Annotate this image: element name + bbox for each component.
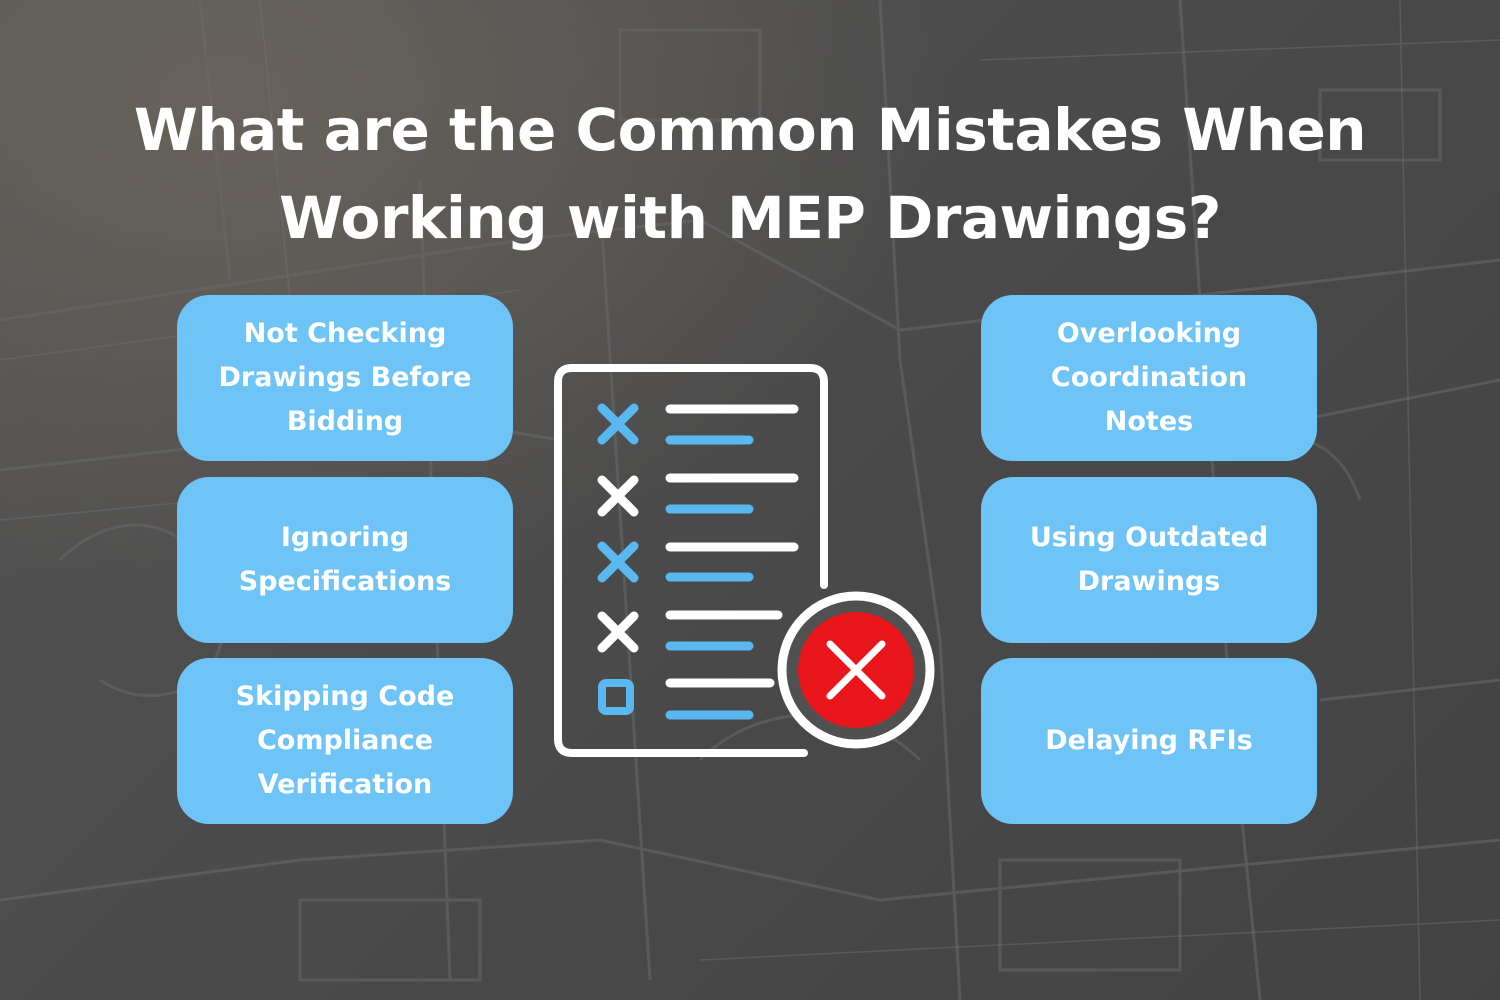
card-text-line: Delaying RFIs	[1045, 725, 1253, 756]
card-text-line: Drawings	[1077, 566, 1221, 597]
checklist-row-3	[597, 541, 799, 583]
checklist-row-2	[597, 473, 799, 517]
card-text-line: Skipping Code	[235, 681, 455, 712]
card-text-line: Not Checking	[243, 318, 447, 349]
empty-checkbox-icon	[598, 679, 634, 715]
card-text-line: Overlooking	[1056, 318, 1242, 349]
x-mark-icon	[597, 541, 639, 583]
card-text-line: Compliance	[256, 725, 434, 756]
mistake-card-not-checking-drawings: Not Checking Drawings Before Bidding	[177, 295, 513, 461]
card-text-line: Verification	[257, 769, 433, 800]
card-text-line: Notes	[1104, 406, 1194, 437]
mistake-card-overlooking-coordination-notes: Overlooking Coordination Notes	[981, 295, 1317, 461]
card-text-line: Coordination	[1050, 362, 1248, 393]
title-line-2: Working with MEP Drawings?	[279, 184, 1221, 252]
card-text-line: Specifications	[238, 566, 452, 597]
checklist-with-error-icon	[554, 364, 935, 757]
x-mark-icon	[597, 611, 639, 653]
document-outline	[554, 364, 828, 757]
mistake-card-skipping-code-compliance: Skipping Code Compliance Verification	[177, 658, 513, 824]
checklist-row-1	[597, 403, 799, 445]
red-x-circle-icon	[777, 591, 935, 749]
title-line-1: What are the Common Mistakes When	[133, 96, 1367, 164]
checklist-row-4	[597, 610, 783, 653]
card-text-line: Bidding	[286, 406, 404, 437]
mistake-card-delaying-rfis: Delaying RFIs	[981, 658, 1317, 824]
mistake-card-using-outdated-drawings: Using Outdated Drawings	[981, 477, 1317, 643]
x-mark-icon	[597, 475, 639, 517]
card-text-line: Using Outdated	[1029, 522, 1269, 553]
checklist-row-5	[598, 678, 775, 720]
card-text-line: Drawings Before	[218, 362, 472, 393]
x-mark-icon	[597, 403, 639, 445]
page-title: What are the Common Mistakes When Workin…	[0, 86, 1500, 262]
card-text-line: Ignoring	[280, 522, 410, 553]
mistake-card-ignoring-specifications: Ignoring Specifications	[177, 477, 513, 643]
